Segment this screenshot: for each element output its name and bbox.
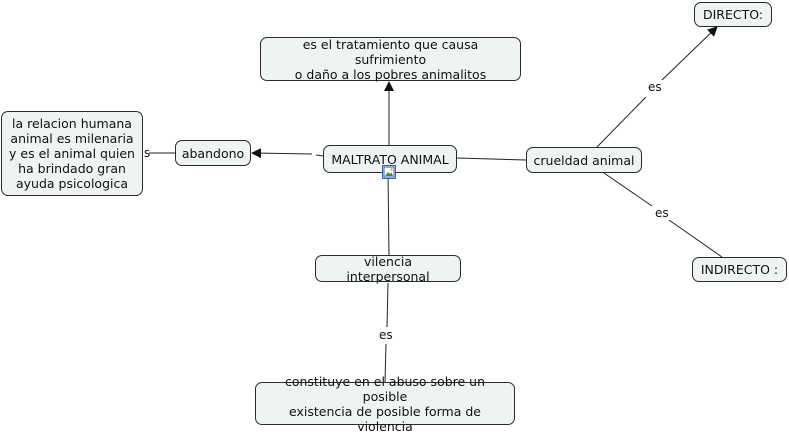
concept-directo-text: DIRECTO: — [702, 7, 764, 22]
link-violencia-constituye-a — [386, 282, 389, 328]
concept-relacion-text: la relacion humana animal es milenaria y… — [9, 116, 135, 191]
concept-indirecto-text: INDIRECTO : — [700, 262, 779, 277]
concept-constituye[interactable]: constituye en el abuso sobre un posible … — [255, 374, 515, 434]
concept-indirecto[interactable]: INDIRECTO : — [692, 257, 787, 282]
concept-relacion[interactable]: la relacion humana animal es milenaria y… — [1, 111, 143, 196]
concept-directo[interactable]: DIRECTO: — [694, 2, 772, 27]
link-label-s-fragment: s — [144, 146, 151, 160]
link-crueldad-directo-b — [661, 26, 718, 81]
link-center-abandono-tail — [315, 154, 324, 157]
link-label-es-directo: es — [647, 80, 663, 94]
link-violencia-constituye-b — [384, 343, 387, 383]
concept-crueldad-animal-text: crueldad animal — [533, 152, 635, 168]
concept-definition[interactable]: es el tratamiento que causa sufrimiento … — [260, 36, 521, 82]
link-label-es-violencia: es — [378, 328, 394, 342]
concept-constituye-text: constituye en el abuso sobre un posible … — [284, 373, 486, 434]
link-crueldad-directo-a — [596, 96, 647, 148]
link-crueldad-indirecto-b — [668, 219, 723, 258]
link-label-es-indirecto: es — [654, 206, 670, 220]
concept-violencia-interpersonal[interactable]: vilencia interpersonal — [315, 253, 461, 284]
concept-abandono[interactable]: abandono — [175, 140, 251, 166]
concept-maltrato-animal-text: MALTRATO ANIMAL — [331, 151, 449, 167]
link-center-violencia — [387, 172, 390, 256]
concept-crueldad-animal[interactable]: crueldad animal — [526, 147, 642, 173]
link-center-abandono — [251, 148, 313, 159]
concept-abandono-text: abandono — [181, 145, 245, 161]
image-icon[interactable] — [382, 165, 396, 179]
link-crueldad-indirecto-a — [603, 172, 653, 207]
concept-violencia-interpersonal-text: vilencia interpersonal — [346, 253, 430, 284]
link-center-crueldad — [456, 157, 527, 161]
concept-definition-text: es el tratamiento que causa sufrimiento … — [294, 36, 487, 82]
